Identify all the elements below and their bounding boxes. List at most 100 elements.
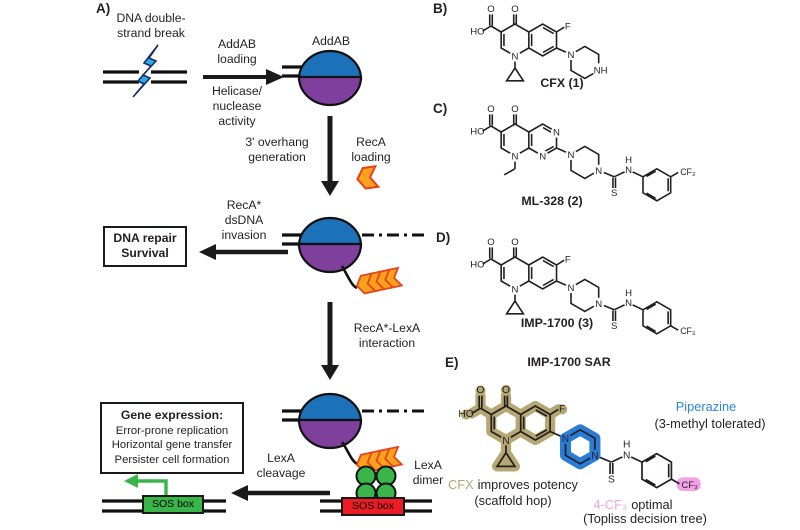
sar-title: IMP-1700 SAR: [527, 355, 611, 369]
label-mask: [537, 150, 549, 162]
gene-expression-lines: Error-prone replication Horizontal gene …: [111, 424, 233, 466]
gene-expression-title: Gene expression:: [120, 408, 224, 422]
cfx-note: (scaffold hop): [474, 493, 552, 508]
atom-label: O: [487, 237, 494, 248]
cf3-annotation-rest: optimal: [631, 497, 673, 512]
atom-label: HO: [470, 126, 484, 137]
cfx-annotation-rest: improves potency: [477, 477, 578, 492]
atom-label: O: [477, 385, 485, 396]
panel-a-label: A): [96, 1, 111, 16]
label-mask: [623, 163, 634, 174]
addab-blue-domain: [297, 49, 363, 81]
atom-label: F: [565, 22, 571, 33]
atom-label: S: [608, 475, 615, 486]
atom-label: O: [487, 4, 494, 15]
atom-label: N: [562, 434, 569, 445]
sos-box-red: SOS box: [341, 497, 405, 516]
structure-imp1700: HO O O F N N N S N H CF₃: [470, 237, 696, 336]
panel-e-label: E): [445, 355, 459, 370]
label-mask: [565, 148, 577, 160]
atom-label: N: [568, 150, 575, 161]
addab-purple-domain: [297, 418, 363, 450]
panel-c-label: C): [433, 101, 448, 116]
atom-label: H: [623, 440, 630, 451]
reca-lexa-arrow: [321, 302, 339, 380]
label-mask: [509, 283, 521, 295]
atom-label: S: [611, 188, 617, 199]
gene-expression-box: Gene expression: Error-prone replication…: [100, 402, 244, 475]
dna-repair-box: DNA repair Survival: [103, 226, 187, 268]
atom-label: O: [487, 104, 494, 115]
atom-label: N: [595, 166, 602, 177]
promoter-arrow: [138, 479, 168, 496]
atom-label: N: [623, 450, 630, 461]
panel-d-label: D): [436, 230, 451, 245]
label-mask: [621, 448, 633, 460]
cf3-highlight: [676, 477, 701, 491]
helicase-caption: Helicase/ nuclease activity: [211, 84, 263, 129]
addab-purple-domain: [297, 75, 363, 107]
lightning-bolt-icon: [132, 44, 159, 98]
dna-break-graphic: [103, 44, 187, 98]
reca-monomer-icon: [356, 164, 381, 190]
label-mask: [623, 296, 634, 307]
cf3-annotation-colored: 4-CF₃: [593, 497, 628, 512]
atom-label: N: [502, 436, 509, 447]
atom-label: O: [502, 385, 510, 396]
label-mask: [565, 281, 577, 293]
atom-label: F: [559, 404, 565, 415]
structure-ml328: HO O O N N N N N S N H CF₃: [470, 104, 696, 202]
addab-loading-caption: AddAB loading: [217, 37, 257, 67]
lexa-dimer-caption: LexA dimer: [412, 458, 444, 488]
promoter-arrowhead: [124, 474, 138, 488]
imp1700-name: IMP-1700 (3): [520, 316, 594, 330]
piperazine-annotation: Piperazine: [675, 399, 737, 414]
label-mask: [509, 150, 521, 162]
cfx-scaffold-highlight: [460, 384, 568, 472]
lexa-cleavage-caption: LexA cleavage: [256, 451, 306, 481]
atom-label: N: [625, 165, 632, 176]
atom-label: H: [625, 288, 632, 299]
label-mask: [565, 48, 577, 60]
atom-label: S: [611, 321, 617, 332]
atom-label: HO: [458, 409, 473, 420]
ssdna-tail: [340, 265, 358, 290]
label-mask: [593, 164, 605, 176]
atom-label: O: [511, 237, 518, 248]
label-mask: [509, 50, 521, 62]
overhang-caption: 3' overhang generation: [245, 135, 309, 165]
atom-label: H: [625, 155, 632, 166]
atom-label: HO: [470, 26, 484, 37]
piperazine-note: (3-methyl tolerated): [654, 416, 766, 431]
atom-label: CF₃: [680, 167, 696, 177]
atom-label: N: [568, 283, 575, 294]
reca-filament: [355, 266, 404, 295]
invasion-arrow: [199, 244, 288, 260]
atom-label: N: [625, 298, 632, 309]
label-mask: [559, 432, 572, 444]
reca-loaded-complex: [282, 216, 428, 274]
atom-label: N: [512, 152, 519, 163]
label-mask: [593, 297, 605, 309]
atom-label: N: [512, 52, 519, 63]
reca-lexa-caption: RecA*-LexA interaction: [353, 321, 421, 351]
atom-label: N: [512, 285, 519, 296]
panel-b-label: B): [433, 1, 448, 16]
label-mask: [500, 434, 512, 446]
addab-loading-arrow: [203, 69, 284, 85]
dsb-caption: DNA double- strand break: [116, 11, 186, 41]
ml328-name: ML-328 (2): [521, 194, 583, 208]
reca-loading-caption: RecA loading: [351, 135, 391, 165]
structure-cfx: HO O O F N N NH: [470, 4, 608, 82]
sos-box-green: SOS box: [142, 495, 204, 514]
invasion-caption: RecA* dsDNA invasion: [221, 198, 267, 243]
atom-label: N: [539, 152, 546, 163]
cfx-name: CFX (1): [540, 76, 584, 90]
atom-label: CF₃: [682, 480, 698, 490]
atom-label: HO: [470, 259, 484, 270]
label-mask: [592, 63, 607, 78]
